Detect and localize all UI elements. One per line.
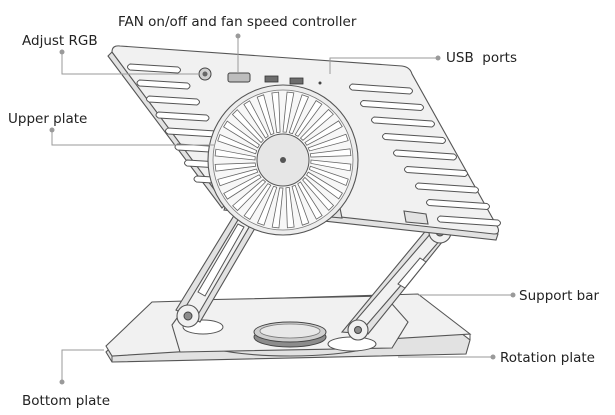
vent-slot [382, 132, 446, 145]
usb-port-1-icon[interactable] [264, 75, 279, 83]
fan-blade [302, 176, 335, 211]
cooling-fan [207, 84, 359, 236]
fan-blade [309, 148, 352, 158]
control-panel [198, 67, 322, 85]
rotation-plate [171, 295, 409, 357]
fan-blade [214, 162, 257, 172]
fan-blade [217, 168, 259, 187]
label-fan-controller: FAN on/off and fan speed controller [118, 14, 357, 30]
vent-slot [371, 116, 435, 128]
fan-blade [223, 174, 262, 200]
fan-blade [256, 94, 275, 136]
fan-blade [304, 120, 343, 146]
label-support-bar: Support bar [519, 288, 600, 304]
fan-blade [243, 183, 272, 220]
upper-plate-right-vents [349, 83, 501, 227]
label-rotation-plate: Rotation plate [500, 350, 595, 366]
fan-blade [285, 186, 295, 229]
label-bottom-plate: Bottom plate [22, 393, 110, 409]
vent-slot [393, 149, 457, 161]
fan-blade [291, 184, 310, 226]
vent-slot [404, 165, 468, 178]
fan-speed-dial-icon[interactable] [227, 72, 251, 83]
vent-slot [155, 111, 210, 122]
fan-blade [217, 133, 258, 155]
fan-blade [310, 159, 352, 172]
fan-blade [223, 120, 260, 149]
vent-slot [136, 79, 191, 90]
fan-blade [256, 185, 278, 226]
vent-slot [349, 83, 413, 95]
fan-blade [271, 91, 281, 134]
vent-slot [415, 182, 479, 194]
vent-slot [360, 99, 424, 112]
fan-blade [243, 100, 269, 139]
fan-blade [232, 179, 267, 212]
vent-slot [426, 198, 490, 211]
vent-slot [146, 95, 200, 106]
fan-blade [214, 148, 256, 161]
fan-blade [271, 187, 284, 229]
fan-hub-icon [280, 157, 286, 163]
fan-blade [288, 94, 310, 135]
fan-blade [282, 91, 295, 133]
fan-blade [299, 108, 334, 141]
fan-blade [308, 165, 349, 187]
fan-blade [306, 171, 343, 200]
label-upper-plate: Upper plate [8, 111, 87, 127]
usb-port-2-icon[interactable] [289, 77, 304, 85]
leader-lines [49, 33, 516, 385]
label-usb-ports: USB ports [446, 50, 517, 66]
fan-blade [307, 133, 349, 152]
label-adjust-rgb: Adjust RGB [22, 33, 98, 49]
vent-slot [437, 215, 501, 227]
fan-blade [231, 109, 264, 144]
fan-blade [294, 100, 323, 137]
vent-slot [127, 63, 181, 74]
indicator-led-icon [318, 81, 322, 85]
fan-blade [297, 181, 323, 220]
